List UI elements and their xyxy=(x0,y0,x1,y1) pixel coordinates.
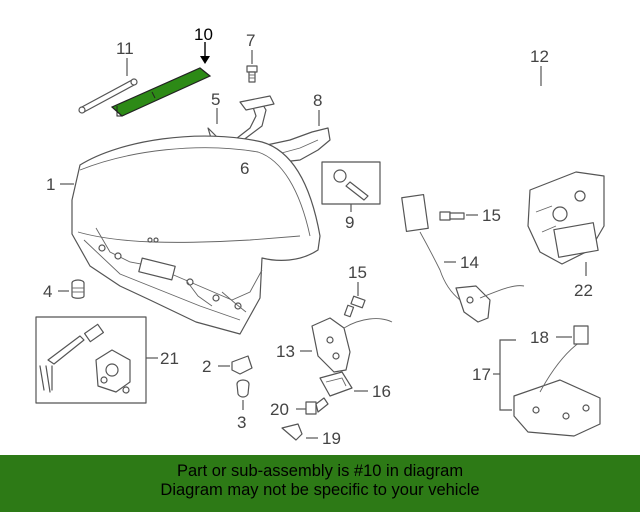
part-9-clip-kit[interactable] xyxy=(321,161,381,212)
part-3-bumper[interactable] xyxy=(236,379,250,410)
callout-17: 17 xyxy=(472,365,491,384)
part-15-bolt-center[interactable] xyxy=(343,282,366,318)
part-7-bolt[interactable] xyxy=(246,50,258,83)
part-19-clip[interactable] xyxy=(281,423,318,441)
callout-20: 20 xyxy=(270,400,289,419)
callout-13: 13 xyxy=(276,342,295,361)
callout-11: 11 xyxy=(116,39,134,58)
part-13-latch[interactable] xyxy=(300,317,393,373)
callout-8: 8 xyxy=(313,91,322,110)
part-15-bolt-right[interactable] xyxy=(439,211,478,221)
part-21-lock-kit[interactable] xyxy=(35,316,158,404)
callout-1: 1 xyxy=(46,175,55,194)
callout-2: 2 xyxy=(202,357,211,376)
part-22-actuator[interactable] xyxy=(527,171,605,276)
callout-19: 19 xyxy=(322,429,341,448)
callout-4: 4 xyxy=(43,282,52,301)
callout-18: 18 xyxy=(530,328,549,347)
callout-5: 5 xyxy=(211,90,220,109)
callout-21: 21 xyxy=(160,349,179,368)
part-2-grommet[interactable] xyxy=(218,355,253,375)
callout-15a: 15 xyxy=(482,206,501,225)
callout-9: 9 xyxy=(345,213,354,232)
callout-22: 22 xyxy=(574,281,593,300)
callout-7: 7 xyxy=(246,31,255,50)
part-14-release-cable[interactable] xyxy=(401,194,525,323)
callout-10: 10 xyxy=(194,25,213,44)
callout-3: 3 xyxy=(237,413,246,432)
part-10-strut-highlighted[interactable] xyxy=(110,42,212,117)
part-16-handle[interactable] xyxy=(319,371,368,397)
callout-6: 6 xyxy=(240,159,249,178)
callout-14: 14 xyxy=(460,253,479,272)
footer-line-1: Part or sub-assembly is #10 in diagram xyxy=(176,462,464,480)
callout-15b: 15 xyxy=(348,263,367,282)
callout-16: 16 xyxy=(372,382,391,401)
part-4-bumper[interactable] xyxy=(58,279,85,299)
part-17-handle-switch[interactable] xyxy=(493,325,601,437)
parts-diagram: 11 10 7 5 8 6 12 1 9 15 14 15 4 22 13 21… xyxy=(35,25,605,448)
part-1-trunk-lid[interactable] xyxy=(60,135,321,335)
part-20-screw[interactable] xyxy=(296,397,329,415)
callout-12: 12 xyxy=(530,47,549,66)
footer-banner: Part or sub-assembly is #10 in diagram D… xyxy=(0,455,640,512)
footer-line-2: Diagram may not be specific to your vehi… xyxy=(160,481,480,499)
part-11-rod[interactable] xyxy=(78,58,138,114)
part-12-weatherstrip[interactable] xyxy=(386,29,581,192)
